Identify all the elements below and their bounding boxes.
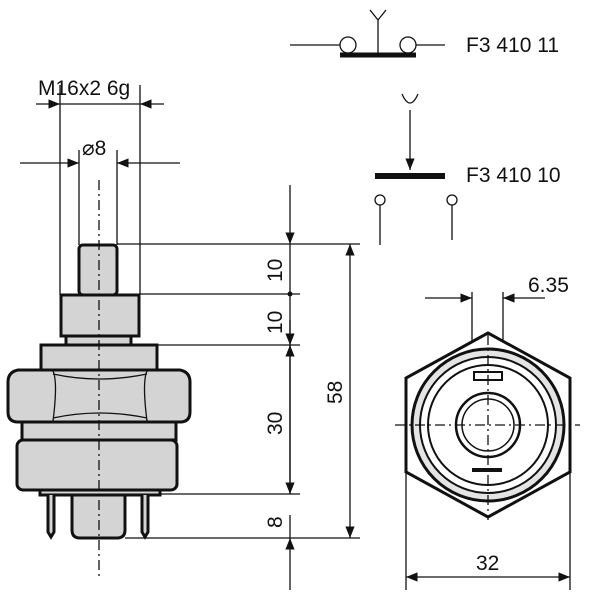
dim-hex-width: 32	[476, 552, 499, 575]
dim-nut: 10	[264, 311, 287, 334]
side-view	[6, 180, 192, 580]
bottom-view: 6.35 32	[395, 274, 580, 590]
symbol-nc: F3 410 11	[290, 9, 559, 58]
variant-code-no: F3 410 10	[466, 164, 561, 187]
housing	[15, 438, 179, 492]
dim-terminals: 8	[264, 516, 287, 528]
terminal-stem	[70, 493, 127, 540]
symbol-no: F3 410 10	[374, 93, 561, 245]
dim-tab-width: 6.35	[528, 274, 569, 297]
height-dimensions: 10 10 30 8 58	[117, 185, 360, 590]
top-dimensions: M16x2 6g ⌀8	[20, 77, 180, 295]
terminal-pin-left	[46, 495, 56, 540]
plunger	[77, 243, 119, 297]
lock-nut	[59, 293, 141, 338]
dim-total: 58	[324, 381, 347, 404]
terminal-pin-right	[140, 495, 150, 540]
dim-body: 30	[264, 412, 287, 435]
diameter-label: ⌀8	[82, 137, 106, 160]
thread-label: M16x2 6g	[38, 77, 130, 100]
variant-code-nc: F3 410 11	[466, 34, 559, 57]
dim-plunger: 10	[264, 259, 287, 282]
